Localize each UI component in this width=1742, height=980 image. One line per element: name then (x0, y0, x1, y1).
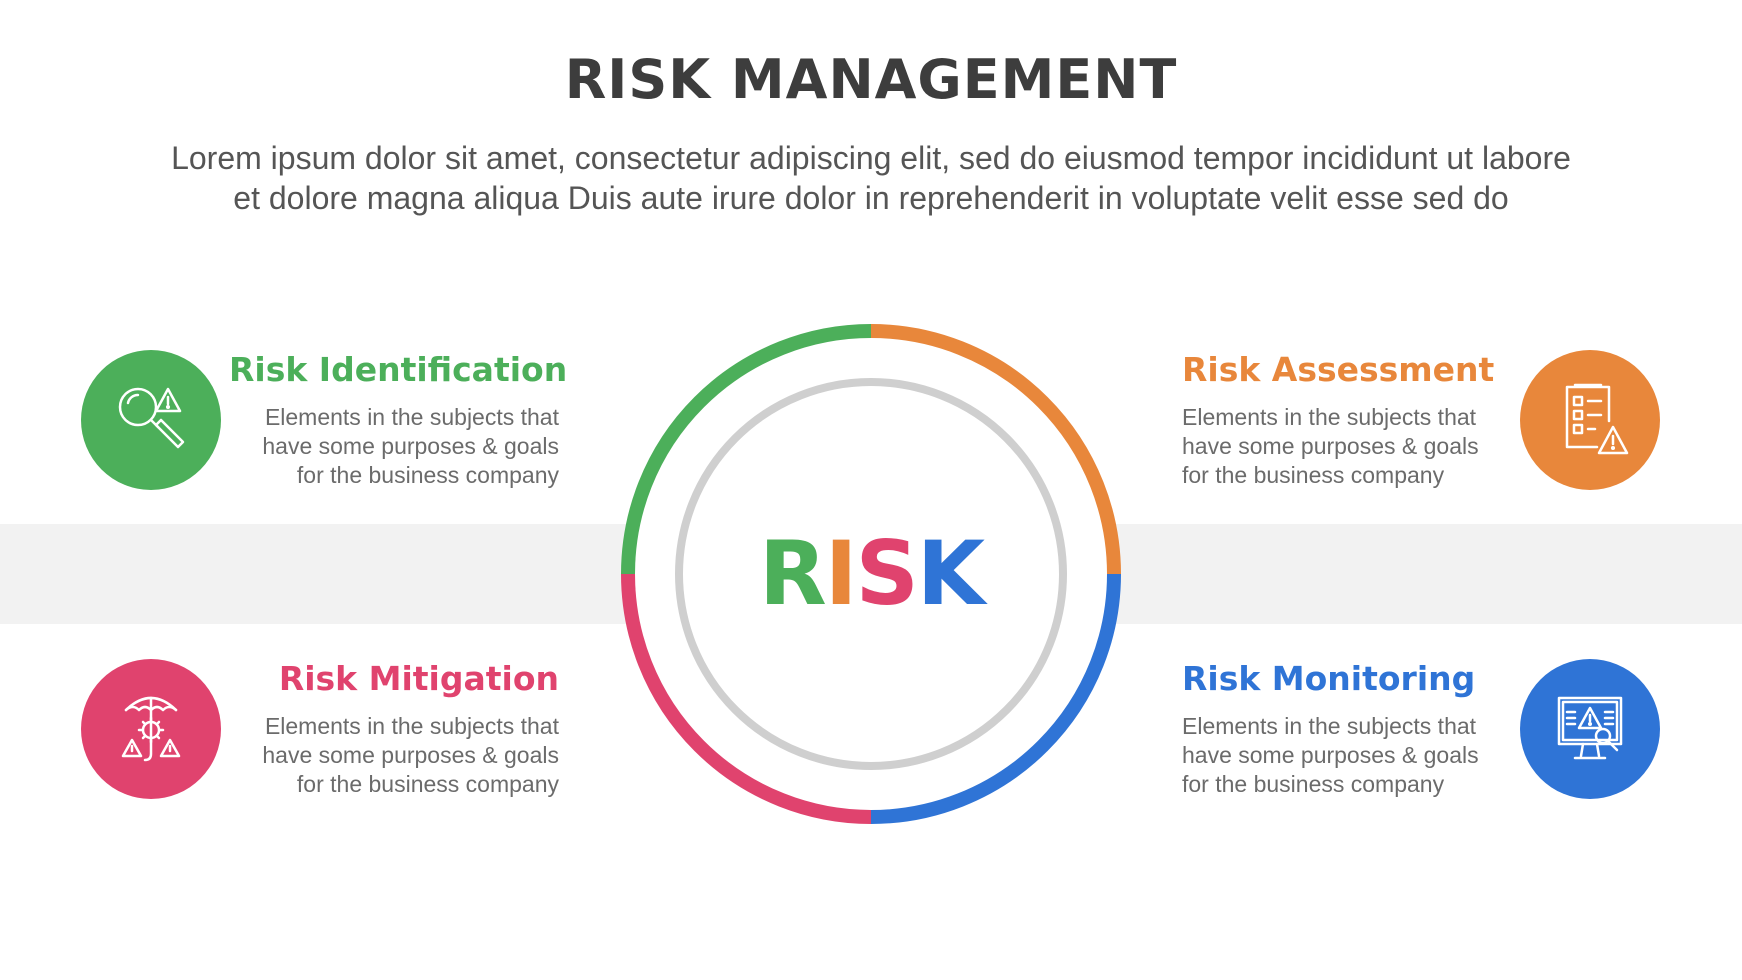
subtitle-line-2: et dolore magna aliqua Duis aute irure d… (233, 180, 1509, 216)
identification-desc-line-3: for the business company (296, 462, 559, 488)
monitoring-title: Risk Monitoring (1182, 659, 1476, 698)
page-subtitle: Lorem ipsum dolor sit amet, consectetur … (60, 138, 1682, 218)
assessment-desc-line-1: Elements in the subjects that (1182, 404, 1477, 430)
identification-desc: Elements in the subjects that have some … (239, 403, 559, 490)
identification-icon-circle (81, 350, 221, 490)
ring-arc-pink (621, 573, 872, 824)
assessment-desc-line-2: have some purposes & goals (1182, 433, 1479, 459)
mitigation-desc-line-1: Elements in the subjects that (264, 713, 559, 739)
assessment-icon-circle (1520, 350, 1660, 490)
mitigation-title: Risk Mitigation (278, 659, 559, 698)
inner-ring-overlay (675, 378, 1067, 770)
risk-center-word: RISK (700, 526, 1042, 622)
risk-letter-i: I (824, 522, 858, 625)
ring-arc-green (621, 324, 872, 575)
subtitle-line-1: Lorem ipsum dolor sit amet, consectetur … (171, 140, 1571, 176)
mitigation-desc: Elements in the subjects that have some … (239, 712, 559, 799)
assessment-desc-line-3: for the business company (1182, 462, 1445, 488)
monitoring-desc: Elements in the subjects that have some … (1182, 712, 1502, 799)
outer-ring-fill (628, 331, 1114, 817)
identification-desc-line-1: Elements in the subjects that (264, 404, 559, 430)
checklist-warning-icon (1565, 383, 1629, 455)
monitoring-icon-circle (1520, 659, 1660, 799)
monitoring-desc-line-1: Elements in the subjects that (1182, 713, 1477, 739)
mitigation-icon-circle (81, 659, 221, 799)
risk-letter-r: R (758, 522, 827, 625)
monitor-warning-icon (1557, 696, 1623, 760)
magnifier-warning-icon (118, 387, 185, 449)
monitoring-desc-line-2: have some purposes & goals (1182, 742, 1479, 768)
mitigation-desc-line-2: have some purposes & goals (262, 742, 559, 768)
page-title: RISK MANAGEMENT (564, 48, 1178, 111)
monitoring-desc-line-3: for the business company (1182, 771, 1445, 797)
identification-title: Risk Identification (229, 350, 568, 389)
assessment-title: Risk Assessment (1182, 350, 1495, 389)
ring-arc-blue (870, 573, 1121, 824)
umbrella-gear-warning-icon (121, 696, 181, 762)
assessment-desc: Elements in the subjects that have some … (1182, 403, 1502, 490)
identification-desc-line-2: have some purposes & goals (262, 433, 559, 459)
ring-arc-orange (870, 324, 1121, 575)
risk-letter-s: S (855, 522, 918, 625)
risk-letter-k: K (916, 522, 985, 625)
mitigation-desc-line-3: for the business company (296, 771, 559, 797)
